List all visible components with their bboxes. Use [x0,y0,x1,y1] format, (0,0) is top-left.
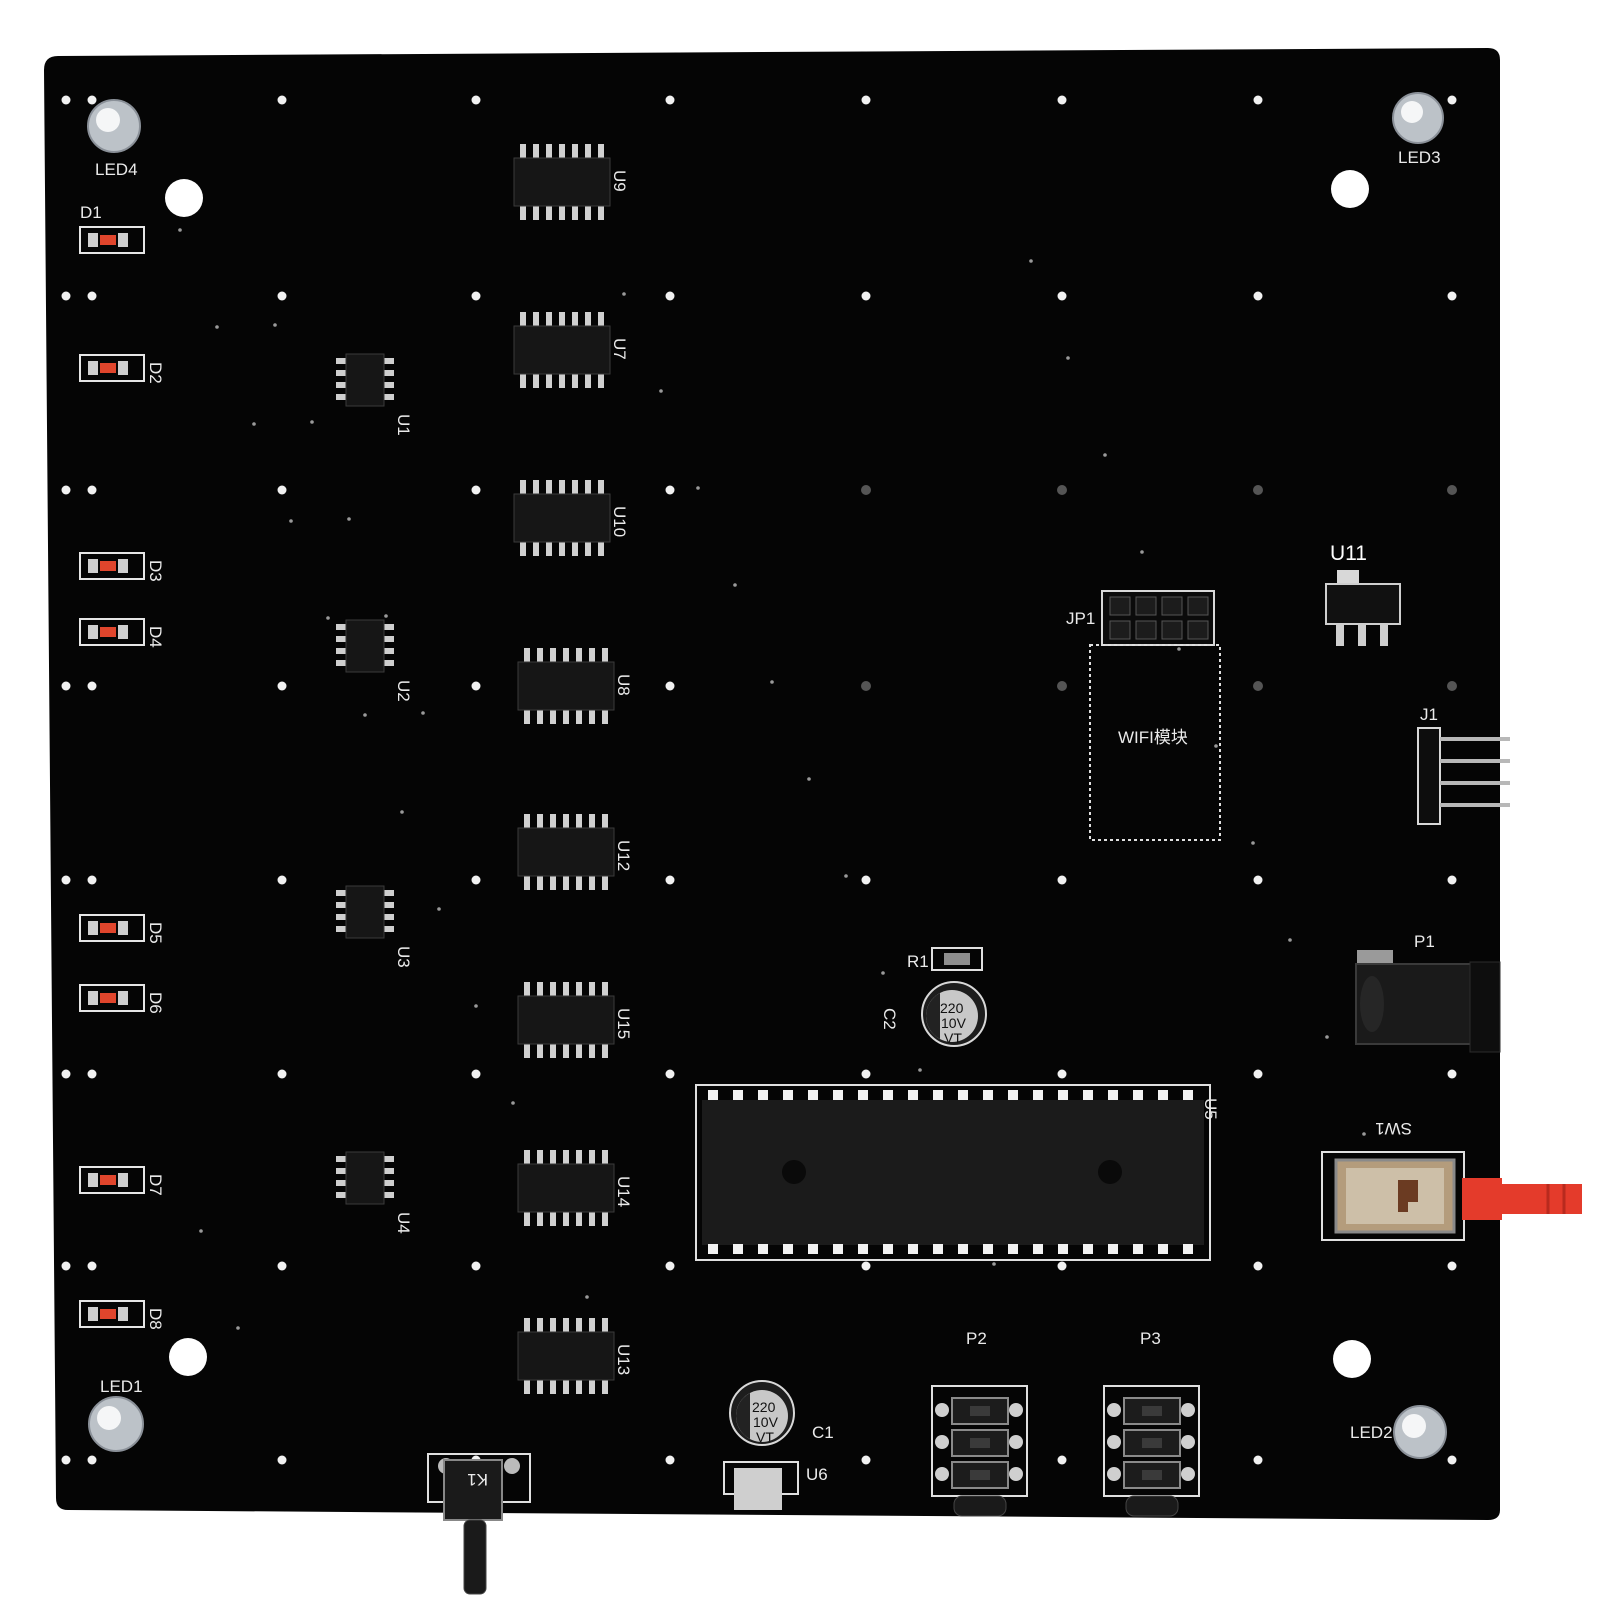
diode-label: D3 [146,560,165,582]
diode-label: D7 [146,1174,165,1196]
capacitor-c1: 220 10V VT C1 [729,1380,834,1446]
power-jack-p1: P1 [1355,932,1501,1053]
led4-label: LED4 [95,160,138,179]
chip-label: U14 [614,1176,633,1207]
header-jp1: JP1 [1066,590,1215,646]
chip-u15: U15 [517,982,633,1058]
led4: LED4 [87,99,141,179]
chip-u12: U12 [517,814,633,890]
chip-u10: U10 [513,480,629,556]
p3-label: P3 [1140,1329,1161,1348]
c1-cap-value: 220 [752,1399,776,1415]
chip-u8: U8 [517,648,633,724]
chip-label: U7 [610,338,629,360]
chip-label: U9 [610,170,629,192]
mounting-hole-bottom-right [1333,1340,1371,1378]
wifi-module-outline: WIFI模块 [1089,644,1221,841]
led3-label: LED3 [1398,148,1441,167]
diode-label: D2 [146,362,165,384]
u5-label: U5 [1201,1098,1220,1120]
pcb-board [44,48,1500,1520]
diode-label: D1 [80,203,102,222]
c1-cap-series: VT [756,1429,774,1445]
u11-label: U11 [1330,542,1367,565]
chip-u7: U7 [513,312,629,388]
u6-label: U6 [806,1465,828,1484]
chip-label: U10 [610,506,629,537]
button-p3[interactable]: P3 [1103,1329,1200,1517]
button-k1[interactable]: K1 [427,1453,531,1595]
led2: LED2 [1350,1405,1447,1459]
c2-cap-voltage: 10V [941,1015,967,1031]
chip-label: U15 [614,1008,633,1039]
jp1-label: JP1 [1066,609,1095,628]
led3: LED3 [1392,92,1444,167]
diode-label: D6 [146,992,165,1014]
chip-label: U3 [394,946,413,968]
led1: LED1 [88,1377,144,1452]
diode-d4: D4 [79,618,165,648]
k1-label: K1 [467,1470,488,1489]
chip-u2: U2 [336,619,413,702]
mounting-hole-top-right [1331,170,1369,208]
c2-cap-series: VT [944,1030,962,1046]
chip-label: U13 [614,1344,633,1375]
button-p2[interactable]: P2 [931,1329,1028,1517]
regulator-u11: U11 [1325,542,1401,646]
diode-d3: D3 [79,552,165,582]
sw1-label: SW1 [1375,1119,1412,1138]
chip-label: U4 [394,1212,413,1234]
mounting-hole-bottom-left [169,1338,207,1376]
j1-label: J1 [1420,705,1438,724]
capacitor-c2: 220 10V VT C2 [880,981,987,1047]
led2-label: LED2 [1350,1423,1393,1442]
diode-label: D8 [146,1308,165,1330]
switch-sw1[interactable]: SW1 [1321,1119,1582,1241]
diode-d8: D8 [79,1300,165,1330]
resistor-r1: R1 [907,947,983,971]
r1-label: R1 [907,952,929,971]
chip-u4: U4 [336,1151,413,1234]
sensor-u6: U6 [723,1461,828,1510]
chip-u13: U13 [517,1318,633,1394]
chip-u3: U3 [336,885,413,968]
connector-j1: J1 [1417,705,1510,825]
chip-u9: U9 [513,144,629,220]
p1-label: P1 [1414,932,1435,951]
diode-label: D5 [146,922,165,944]
c2-label: C2 [880,1008,899,1030]
wifi-module-label: WIFI模块 [1118,728,1188,747]
chip-label: U8 [614,674,633,696]
c2-cap-value: 220 [940,1000,964,1016]
mcu-u5: U5 [695,1084,1220,1261]
c1-cap-voltage: 10V [753,1414,779,1430]
chip-label: U12 [614,840,633,871]
chip-u14: U14 [517,1150,633,1226]
led1-label: LED1 [100,1377,143,1396]
diode-d7: D7 [79,1166,165,1196]
diode-d2: D2 [79,354,165,384]
chip-u1: U1 [336,353,413,436]
diode-d5: D5 [79,914,165,944]
switch-red-button[interactable] [1462,1178,1502,1220]
diode-label: D4 [146,626,165,648]
diode-d1: D1 [79,203,145,254]
diode-d6: D6 [79,984,165,1014]
mounting-hole-top-left [165,179,203,217]
chip-label: U1 [394,414,413,436]
p2-label: P2 [966,1329,987,1348]
c1-label: C1 [812,1423,834,1442]
chip-label: U2 [394,680,413,702]
